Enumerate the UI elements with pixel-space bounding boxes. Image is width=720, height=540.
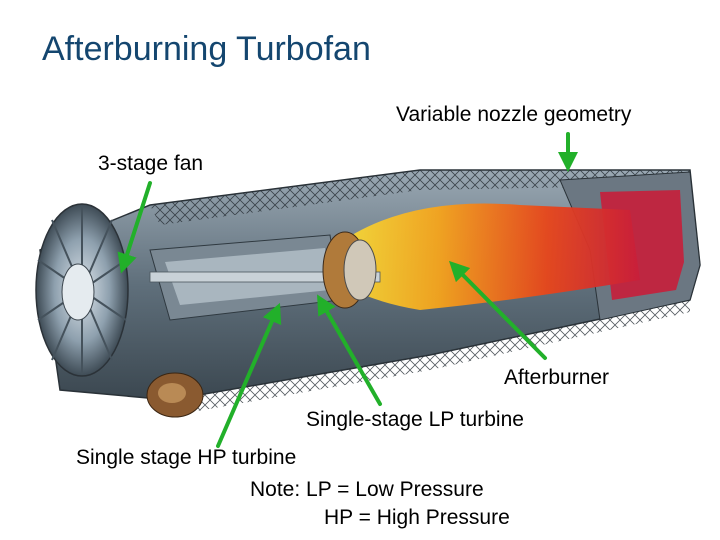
label-hp-turbine: Single stage HP turbine bbox=[76, 446, 297, 469]
label-three-stage-fan: 3-stage fan bbox=[98, 152, 204, 175]
arrow-fan bbox=[117, 181, 152, 274]
arrow-afterburner bbox=[448, 260, 547, 360]
note-lp-definition: Note: LP = Low Pressure bbox=[250, 478, 484, 501]
arrow-lp-turbine bbox=[317, 294, 382, 406]
arrow-hp-turbine bbox=[216, 302, 282, 448]
label-afterburner: Afterburner bbox=[504, 366, 610, 389]
slide-title: Afterburning Turbofan bbox=[42, 30, 371, 68]
engine-body bbox=[35, 169, 701, 418]
label-variable-nozzle: Variable nozzle geometry bbox=[396, 103, 632, 126]
note-hp-definition: HP = High Pressure bbox=[324, 506, 510, 529]
label-lp-turbine: Single-stage LP turbine bbox=[306, 408, 524, 431]
